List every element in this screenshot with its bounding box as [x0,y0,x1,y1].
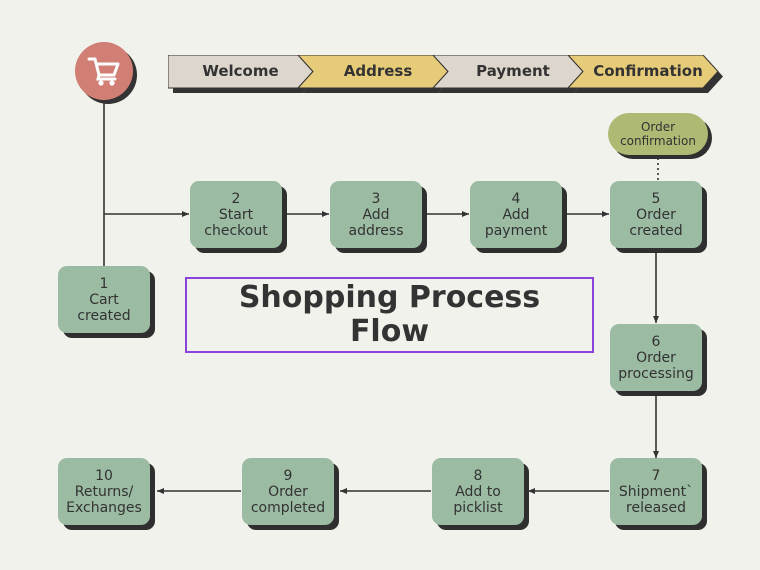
stage-welcome: Welcome [202,62,279,80]
stage-confirmation: Confirmation [593,62,703,80]
step-label-line2: checkout [204,222,268,239]
step-number: 8 [473,467,483,484]
stage-confirmation-shape [566,55,719,89]
step-number: 5 [651,190,661,207]
step-label-line2: completed [250,499,326,516]
step-label-line1: Order [268,483,308,500]
step-label-line1: Order [636,349,676,366]
step-3-add-address: 3 Add address [330,181,422,248]
step-label-line2: address [348,222,404,239]
title-line2: Flow [349,314,430,349]
step-label-line2: picklist [453,499,503,516]
step-label-line1: Shipment` [618,483,694,500]
step-number: 3 [371,190,381,207]
step-number: 9 [283,467,293,484]
step-7-shipment-released: 7 Shipment` released [610,458,702,525]
step-9-order-completed: 9 Order completed [242,458,334,525]
step-label-line2: released [626,499,686,516]
order-confirmation-bubble: Order confirmation [608,113,708,155]
step-label-line2: processing [618,365,694,382]
shopping-cart-icon [87,57,120,86]
step-label-line2: created [629,222,683,239]
step-number: 7 [651,467,661,484]
step-number: 4 [511,190,521,207]
step-label-line1: Cart [89,291,119,308]
step-label-line1: Order [636,206,676,223]
step-number: 1 [99,275,109,292]
step-label-line2: created [77,307,131,324]
bubble-line1: Order [640,120,676,134]
step-number: 10 [95,467,113,484]
title-line1: Shopping Process [238,280,541,315]
step-4-add-payment: 4 Add payment [470,181,562,248]
step-2-start-checkout: 2 Start checkout [190,181,282,248]
step-1-cart-created: 1 Cart created [58,266,150,333]
stage-payment: Payment [476,62,550,80]
step-number: 2 [231,190,241,207]
step-6-order-processing: 6 Order processing [610,324,702,391]
step-label-line1: Add [362,206,390,223]
step-label-line1: Add [502,206,530,223]
step-label-line1: Returns/ [74,483,134,500]
stage-address: Address [343,62,413,80]
stage-chevron-bar: Welcome Address Payment Confirmation [168,55,728,95]
bubble-line2: confirmation [620,134,696,148]
step-label-line1: Start [218,206,254,223]
step-label-line2: Exchanges [66,499,142,516]
step-8-add-to-picklist: 8 Add to picklist [432,458,524,525]
step-5-order-created: 5 Order created [610,181,702,248]
step-label-line1: Add to [455,483,501,500]
diagram-title: Shopping Process Flow [185,277,594,353]
cart-circle [75,42,133,100]
step-label-line2: payment [484,222,548,239]
step-10-returns-exchanges: 10 Returns/ Exchanges [58,458,150,525]
step-number: 6 [651,333,661,350]
